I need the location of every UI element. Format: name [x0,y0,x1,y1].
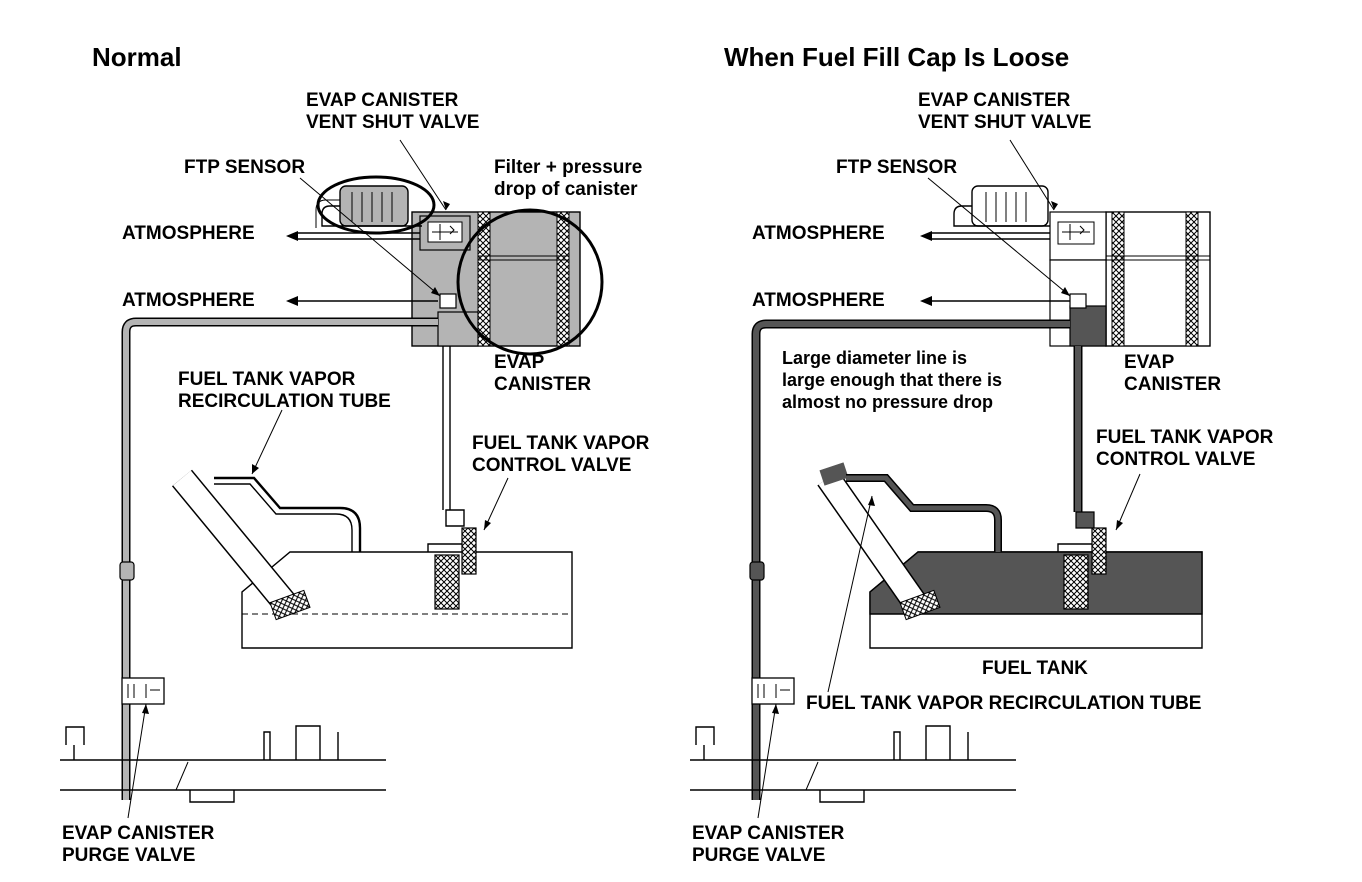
ftp-sensor-label-loose: FTP SENSOR [836,157,958,178]
control-valve-label-loose: FUEL TANK VAPOR CONTROL VALVE [1096,427,1274,470]
vent-shut-valve-label-loose: EVAP CANISTER VENT SHUT VALVE [918,90,1092,133]
fuel-tank-label-loose: FUEL TANK [982,658,1088,679]
evap-canister-normal [411,211,581,347]
purge-valve-label-loose: EVAP CANISTER PURGE VALVE [692,823,845,866]
evap-canister-label-loose: EVAP CANISTER [1124,352,1222,395]
filter-note-normal: Filter + pressure drop of canister [494,157,643,200]
atmosphere-label-top-loose: ATMOSPHERE [752,223,885,244]
atmosphere-line-top-loose [930,232,1050,240]
highlight-circle-ftp-normal [316,175,436,235]
purge-valve-label-normal: EVAP CANISTER PURGE VALVE [62,823,215,866]
normal-panel-drawing [60,139,604,819]
loose-panel-drawing [690,139,1211,819]
normal-panel-title: Normal [92,42,182,72]
recirculation-tube-label-loose: FUEL TANK VAPOR RECIRCULATION TUBE [806,693,1202,714]
ftp-sensor-label-normal: FTP SENSOR [184,157,306,178]
fuel-tank-loose [817,462,1203,649]
purge-valve-loose [751,677,795,705]
control-valve-label-normal: FUEL TANK VAPOR CONTROL VALVE [472,433,650,476]
ftp-sensor-box-loose [953,185,1050,227]
highlight-circle-canister-normal [456,208,604,356]
atmosphere-line-top-normal [296,232,420,240]
intake-manifold-normal [60,725,386,803]
purge-valve-normal [121,677,165,705]
intake-manifold-loose [690,725,1016,803]
atmosphere-label-bottom-normal: ATMOSPHERE [122,290,255,311]
vent-shut-valve-label-normal: EVAP CANISTER VENT SHUT VALVE [306,90,480,133]
loose-panel-title: When Fuel Fill Cap Is Loose [724,42,1070,72]
evap-canister-label-normal: EVAP CANISTER [494,352,592,395]
fuel-tank-normal [171,469,573,649]
evap-canister-loose [1049,211,1211,347]
atmosphere-label-top-normal: ATMOSPHERE [122,223,255,244]
atmosphere-label-bottom-loose: ATMOSPHERE [752,290,885,311]
large-line-note-loose: Large diameter line is large enough that… [782,348,1003,412]
recirculation-tube-label-normal: FUEL TANK VAPOR RECIRCULATION TUBE [178,369,391,412]
